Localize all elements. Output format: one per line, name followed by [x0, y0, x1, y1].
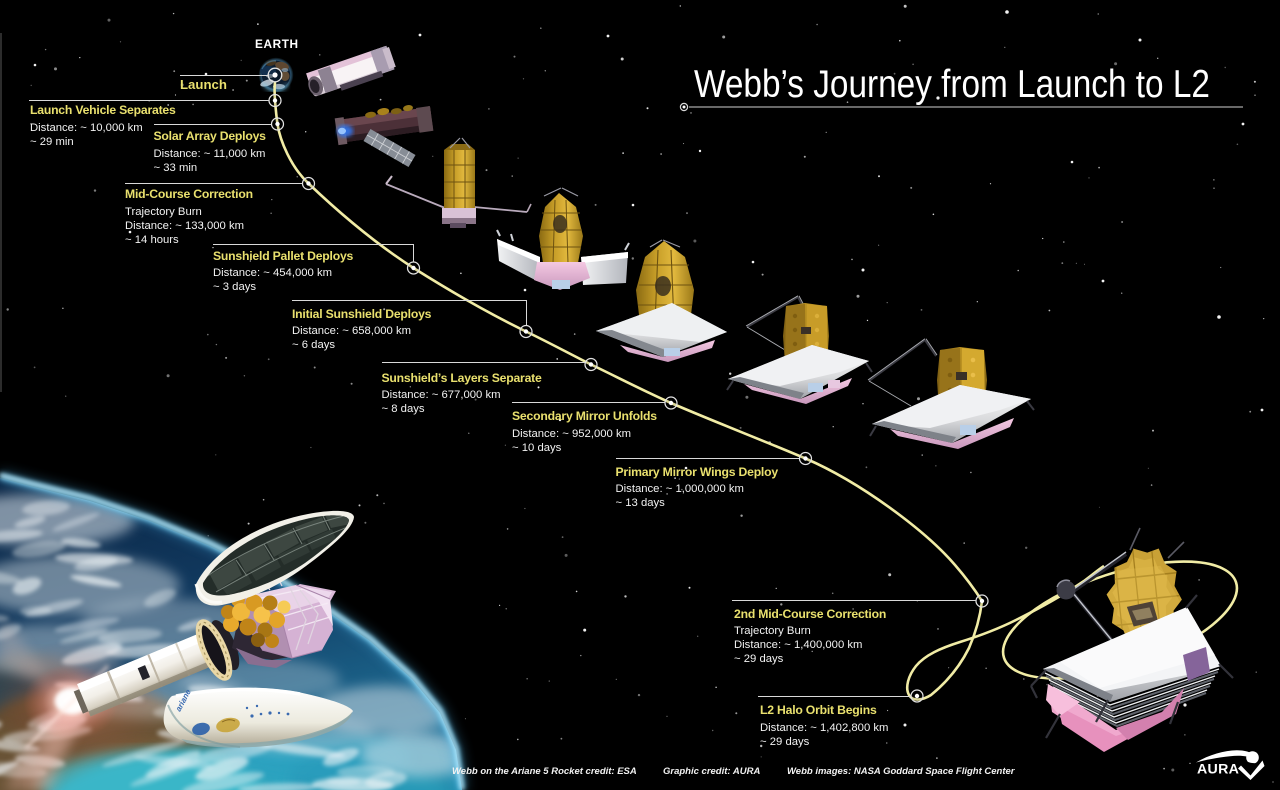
svg-text:AURA: AURA	[1197, 762, 1239, 778]
